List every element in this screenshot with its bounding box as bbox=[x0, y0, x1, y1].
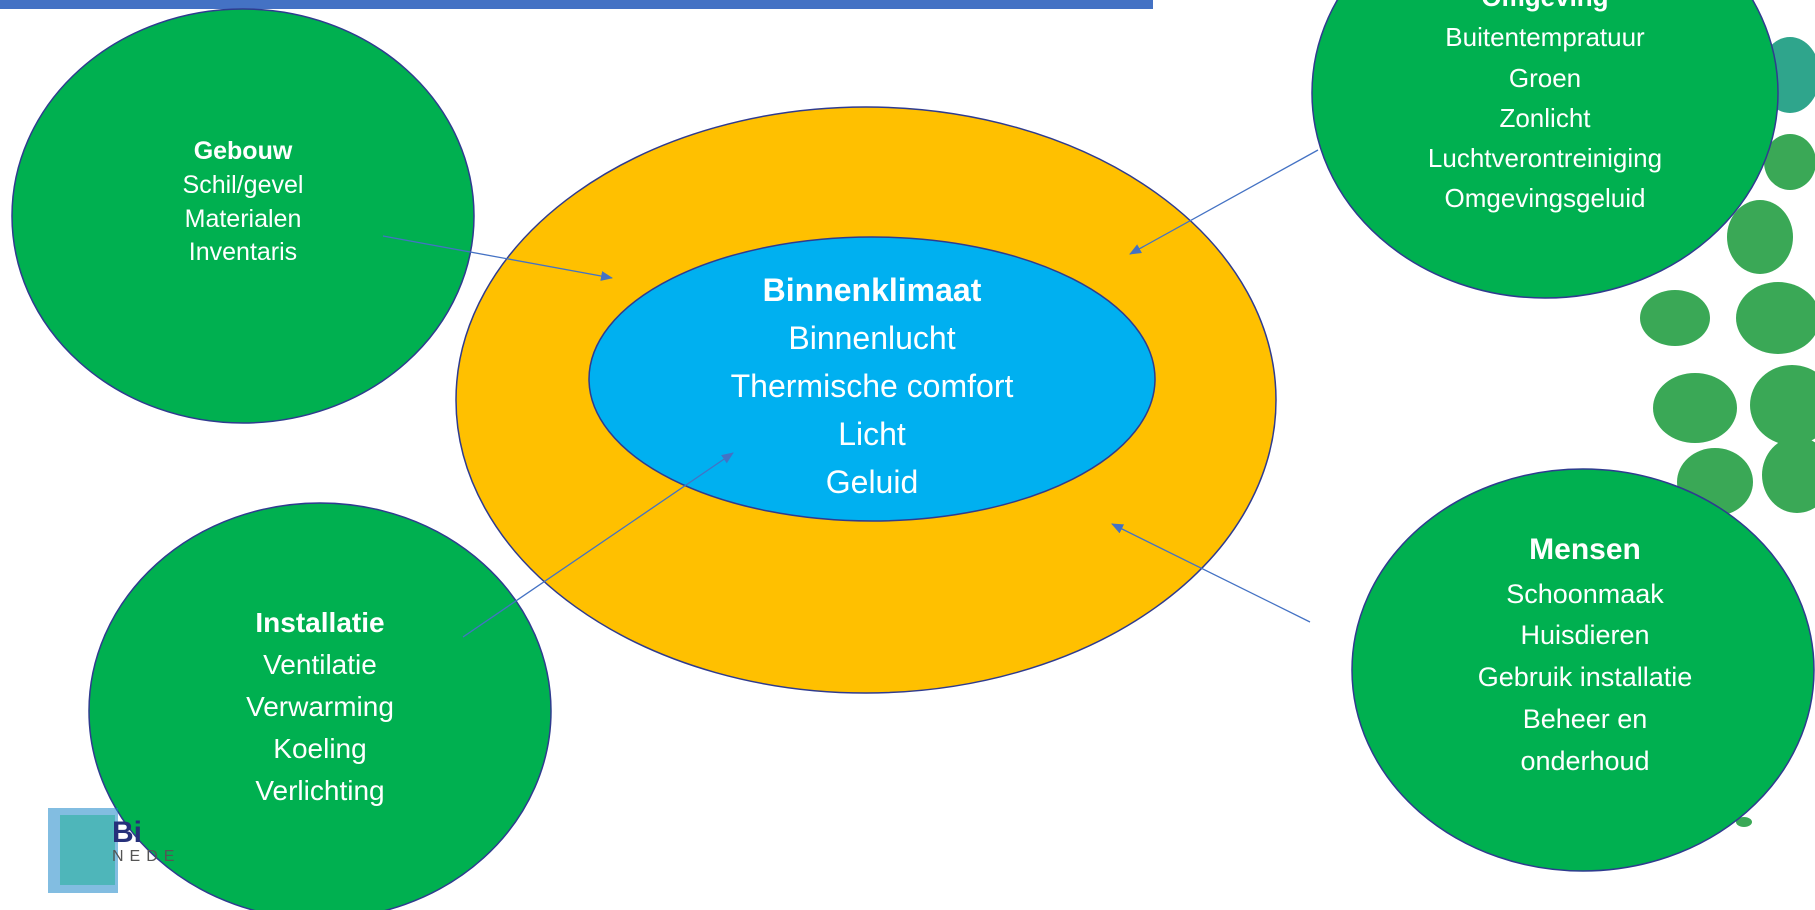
omgeving-circle bbox=[1311, 0, 1779, 299]
logo-text: Bi bbox=[112, 816, 142, 849]
mensen-item: Beheer en bbox=[1522, 704, 1648, 735]
logo-mark-block bbox=[60, 815, 115, 885]
gebouw-item: Materialen bbox=[184, 204, 302, 233]
mensen-item: Huisdieren bbox=[1520, 620, 1650, 651]
installatie-circle bbox=[88, 502, 552, 910]
gebouw-circle bbox=[11, 8, 475, 424]
decor-dot bbox=[1750, 365, 1815, 445]
omgeving-item: Buitentempratuur bbox=[1445, 22, 1645, 53]
mensen-item: Schoonmaak bbox=[1506, 578, 1664, 609]
top-accent-bar bbox=[0, 0, 1153, 9]
decor-dot bbox=[1762, 437, 1815, 513]
mensen-item: Gebruik installatie bbox=[1477, 662, 1693, 693]
decor-dot bbox=[1736, 282, 1815, 354]
installatie-item: Ventilatie bbox=[263, 649, 377, 680]
omgeving-title: Omgeving bbox=[1385, 0, 1705, 17]
installatie-item: Verwarming bbox=[246, 691, 394, 722]
mensen-item: onderhoud bbox=[1520, 745, 1650, 776]
decorative-dots bbox=[1640, 37, 1815, 827]
decor-dot bbox=[1764, 134, 1815, 190]
logo-subtext: NEDE bbox=[112, 848, 181, 865]
arrow-gebouw bbox=[382, 235, 613, 281]
installatie-label-group: Installatie Ventilatie Verwarming Koelin… bbox=[210, 602, 430, 812]
arrow-omgeving bbox=[1129, 149, 1319, 255]
arrow-mensen bbox=[1111, 523, 1311, 623]
installatie-title: Installatie bbox=[255, 607, 385, 638]
omgeving-item: Omgevingsgeluid bbox=[1444, 183, 1646, 214]
gebouw-item: Schil/gevel bbox=[182, 170, 304, 199]
gebouw-item: Inventaris bbox=[188, 238, 298, 267]
binnenklimaat-item: Geluid bbox=[825, 464, 919, 500]
binnenklimaat-label-group: Binnenklimaat Binnenlucht Thermische com… bbox=[672, 266, 1072, 506]
omgeving-item: Zonlicht bbox=[1499, 102, 1591, 133]
omgeving-item: Luchtverontreiniging bbox=[1427, 143, 1663, 174]
logo: Bi NEDE bbox=[112, 818, 180, 866]
mensen-label-group: Mensen Schoonmaak Huisdieren Gebruik ins… bbox=[1440, 527, 1730, 783]
installatie-item: Koeling bbox=[273, 733, 367, 764]
decor-dot bbox=[1736, 817, 1752, 827]
decor-dot bbox=[1653, 373, 1737, 443]
omgeving-item: Groen bbox=[1508, 62, 1582, 93]
decor-dot bbox=[1640, 290, 1710, 346]
mensen-circle bbox=[1351, 468, 1815, 872]
binnenklimaat-item: Thermische comfort bbox=[730, 368, 1014, 404]
inner-core-ellipse bbox=[588, 236, 1156, 522]
gebouw-title: Gebouw bbox=[193, 137, 293, 165]
gebouw-label-group: Gebouw Schil/gevel Materialen Inventaris bbox=[143, 135, 343, 270]
binnenklimaat-title: Binnenklimaat bbox=[762, 272, 982, 308]
arrow-installatie bbox=[462, 452, 734, 638]
binnenklimaat-item: Licht bbox=[838, 416, 906, 452]
omgeving-label-group: Omgeving Buitentempratuur Groen Zonlicht… bbox=[1385, 0, 1705, 219]
mensen-title: Mensen bbox=[1529, 533, 1641, 566]
logo-mark bbox=[48, 808, 118, 893]
installatie-item: Verlichting bbox=[255, 775, 385, 806]
binnenklimaat-item: Binnenlucht bbox=[788, 320, 956, 356]
decor-dot bbox=[1727, 200, 1793, 274]
